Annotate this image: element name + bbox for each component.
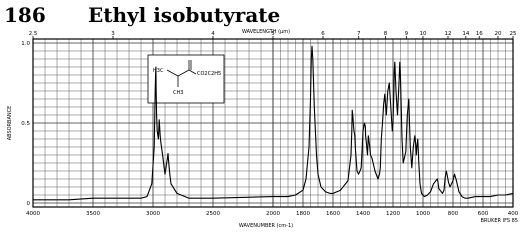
methyl-left-label: H3C <box>153 68 164 74</box>
left-axis-ticks: 1.0 0.5 0 <box>21 41 30 207</box>
bottom-tick-label: 2500 <box>206 211 220 217</box>
bottom-tick-label: 400 <box>508 211 519 217</box>
top-tick-label: 10 <box>420 31 427 37</box>
bottom-tick-label: 2000 <box>266 211 280 217</box>
bottom-axis-ticks: 4000 3500 3000 2500 2000 1800 1600 1400 1200 1000… <box>26 211 519 217</box>
top-tick-label: 3 <box>111 31 115 37</box>
left-tick-label: 1.0 <box>21 41 30 47</box>
top-tick-label: 6 <box>321 31 325 37</box>
top-tick-label: 2.5 <box>29 31 38 37</box>
bottom-tick-label: 1400 <box>356 211 370 217</box>
top-tick-label: 8 <box>384 31 388 37</box>
top-tick-label: 20 <box>495 31 502 37</box>
spectrum-line <box>33 45 514 201</box>
methyl-down-label: CH3 <box>173 90 183 96</box>
top-tick-label: 25 <box>510 31 517 37</box>
top-tick-label: 16 <box>476 31 483 37</box>
ester-group-label: CO2C2H5 <box>197 71 221 77</box>
top-axis-ticks: 2.5 3 4 5 6 7 8 9 10 12 14 16 20 25 <box>29 31 517 39</box>
top-tick-label: 14 <box>462 31 469 37</box>
bottom-tick-label: 3000 <box>146 211 160 217</box>
left-axis-label: ABSORBANCE <box>7 106 13 141</box>
structure-inset: H3C CH3 CO2C2H5 <box>147 54 225 104</box>
bottom-tick-label: 600 <box>478 211 489 217</box>
compound-number: 186 <box>4 3 46 27</box>
top-axis-label: WAVELENGTH (μm) <box>242 29 290 35</box>
bottom-tick-label: 1600 <box>326 211 340 217</box>
left-tick-label: 0 <box>27 201 31 207</box>
top-tick-label: 7 <box>357 31 361 37</box>
left-tick-label: 0.5 <box>21 121 30 127</box>
bottom-tick-label: 1000 <box>416 211 430 217</box>
bottom-tick-label: 1800 <box>296 211 310 217</box>
top-tick-label: 12 <box>445 31 452 37</box>
instrument-label: BRUKER IFS 85 <box>481 218 518 224</box>
bottom-tick-label: 800 <box>448 211 459 217</box>
chart-grid <box>32 39 514 207</box>
bottom-axis-label: WAVENUMBER (cm-1) <box>239 223 293 229</box>
bottom-tick-label: 1200 <box>386 211 400 217</box>
compound-name: Ethyl isobutyrate <box>88 3 281 27</box>
top-tick-label: 5 <box>271 31 275 37</box>
bottom-tick-label: 3500 <box>86 211 100 217</box>
top-tick-label: 4 <box>211 31 215 37</box>
top-tick-label: 9 <box>405 31 409 37</box>
bottom-tick-label: 4000 <box>26 211 40 217</box>
